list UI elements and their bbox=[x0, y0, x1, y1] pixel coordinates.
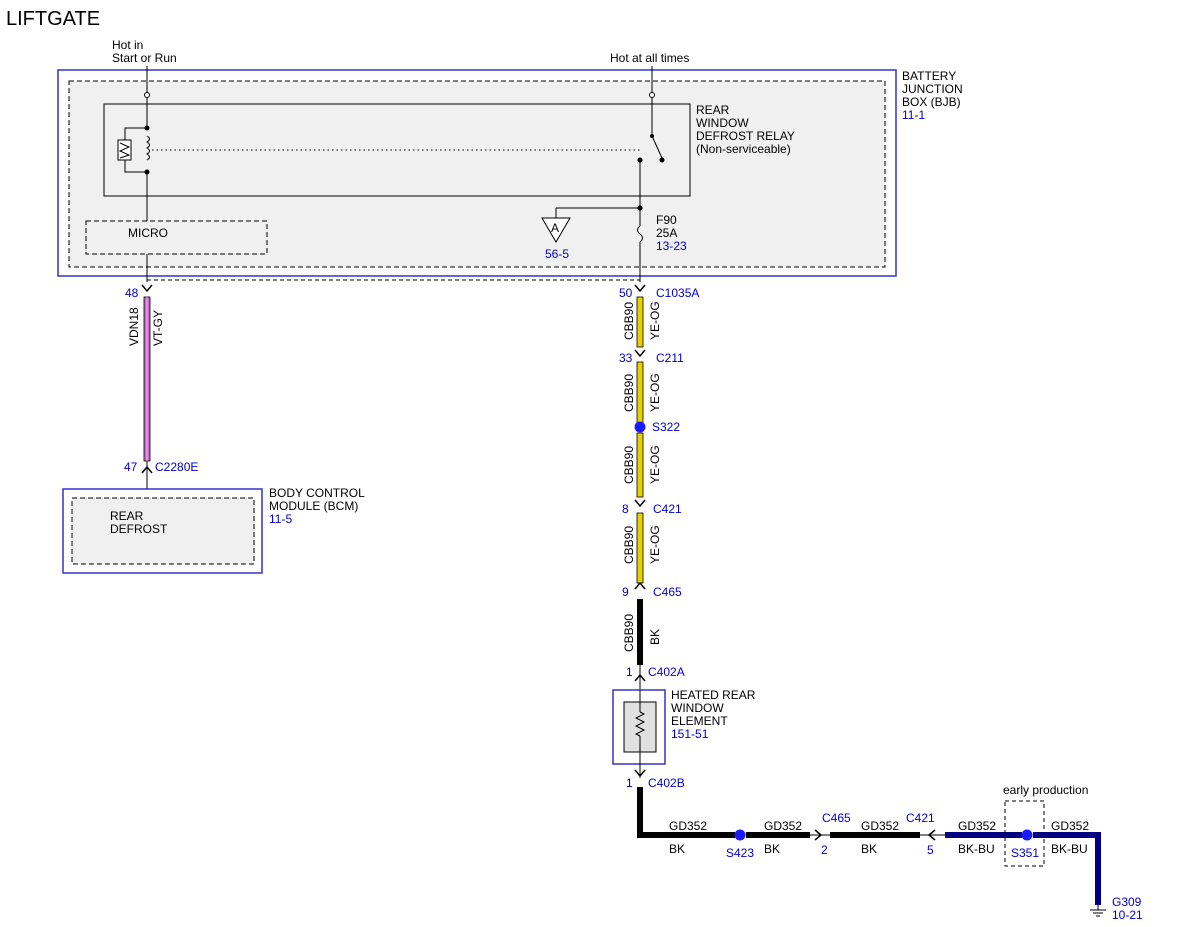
gnd-seg5-color: BK-BU bbox=[1051, 842, 1088, 856]
connector-arrow-8 bbox=[634, 499, 646, 508]
wire-ye-og-seg4[interactable] bbox=[636, 512, 644, 584]
bcm-label-1: BODY CONTROL bbox=[269, 486, 365, 500]
seg3-color: YE-OG bbox=[648, 445, 662, 484]
relay-label-4: (Non-serviceable) bbox=[696, 142, 791, 156]
c465-inline-pin: 2 bbox=[821, 843, 828, 857]
feed-start-run-line2: Start or Run bbox=[112, 51, 177, 65]
relay-label-1: REAR bbox=[696, 103, 730, 117]
connector-c421-inline[interactable]: C421 bbox=[906, 811, 935, 825]
splice-s322-label: S322 bbox=[652, 420, 680, 434]
relay-switch bbox=[637, 66, 665, 226]
bcm-pin-48: 48 bbox=[125, 286, 139, 300]
splice-s322[interactable] bbox=[634, 421, 646, 433]
connector-c1035a[interactable]: C1035A bbox=[656, 286, 699, 300]
gnd-seg1-color: BK bbox=[669, 842, 685, 856]
bcm-pin-47: 47 bbox=[124, 460, 138, 474]
connector-arrow-48 bbox=[141, 284, 153, 293]
bjb-ref-link[interactable]: 11-1 bbox=[902, 108, 925, 122]
connector-c402b[interactable]: C402B bbox=[648, 776, 685, 790]
wire-gd352-bkbu-2[interactable] bbox=[1033, 832, 1101, 905]
offpage-letter: A bbox=[551, 221, 559, 235]
fuse-icon bbox=[637, 225, 643, 282]
gnd-seg3-circuit: GD352 bbox=[861, 819, 899, 833]
feed-start-run-line1: Hot in bbox=[112, 38, 143, 52]
wire-ye-og-seg3[interactable] bbox=[636, 432, 644, 498]
bk-seg-circuit: CBB90 bbox=[622, 614, 636, 652]
bcm-wire-color: VT-GY bbox=[151, 310, 165, 346]
seg3-circuit: CBB90 bbox=[622, 446, 636, 484]
connector-arrow-50 bbox=[634, 284, 646, 293]
bcm-inner-dashed bbox=[71, 497, 255, 565]
offpage-ref-a[interactable] bbox=[541, 205, 643, 243]
connector-c2280e[interactable]: C2280E bbox=[155, 460, 198, 474]
offpage-ref-link[interactable]: 56-5 bbox=[545, 247, 569, 261]
bjb-label-1: BATTERY bbox=[902, 69, 956, 83]
bcm-label-2: MODULE (BCM) bbox=[269, 499, 358, 513]
connector-arrow-9 bbox=[634, 581, 646, 590]
bjb-label-3: BOX (BJB) bbox=[902, 95, 961, 109]
seg2-circuit: CBB90 bbox=[622, 374, 636, 412]
gnd-seg2-color: BK bbox=[764, 842, 780, 856]
micro-label: MICRO bbox=[128, 226, 168, 240]
ground-icon bbox=[1090, 905, 1106, 917]
splice-s351-label: S351 bbox=[1011, 846, 1039, 860]
bcm-func-2: DEFROST bbox=[110, 522, 168, 536]
seg4-color: YE-OG bbox=[648, 525, 662, 564]
gnd-seg4-color: BK-BU bbox=[958, 842, 995, 856]
bjb-label-2: JUNCTION bbox=[902, 82, 963, 96]
element-label-3: ELEMENT bbox=[671, 714, 728, 728]
gnd-seg1-circuit: GD352 bbox=[669, 819, 707, 833]
c421-pin: 8 bbox=[622, 502, 629, 516]
heater-grid-icon bbox=[634, 690, 646, 764]
connector-c402a[interactable]: C402A bbox=[648, 665, 685, 679]
connector-c465-inline[interactable]: C465 bbox=[822, 811, 851, 825]
wire-ye-og-seg2[interactable] bbox=[636, 361, 644, 425]
page-title: LIFTGATE bbox=[6, 8, 100, 30]
bcm-circuit-id: VDN18 bbox=[127, 307, 141, 346]
gnd-seg5-circuit: GD352 bbox=[1051, 819, 1089, 833]
c402b-pin: 1 bbox=[626, 776, 633, 790]
element-ref-link[interactable]: 151-51 bbox=[671, 727, 709, 741]
relay-label-2: WINDOW bbox=[696, 116, 749, 130]
element-label-2: WINDOW bbox=[671, 701, 724, 715]
fuse-rating: 25A bbox=[656, 226, 677, 240]
bcm-func-1: REAR bbox=[110, 509, 144, 523]
connector-c465[interactable]: C465 bbox=[653, 585, 682, 599]
seg1-color: YE-OG bbox=[648, 301, 662, 340]
feed-hot-all-times: Hot at all times bbox=[610, 51, 689, 65]
c211-pin: 33 bbox=[619, 351, 633, 365]
element-label-1: HEATED REAR bbox=[671, 688, 756, 702]
seg4-circuit: CBB90 bbox=[622, 526, 636, 564]
gnd-seg2-circuit: GD352 bbox=[764, 819, 802, 833]
seg1-circuit: CBB90 bbox=[622, 302, 636, 340]
micro-box bbox=[85, 220, 268, 255]
connector-c211[interactable]: C211 bbox=[656, 351, 684, 365]
bcm-ref-link[interactable]: 11-5 bbox=[269, 512, 292, 526]
wire-gd352-bk-1[interactable] bbox=[637, 787, 735, 838]
splice-s351[interactable] bbox=[1021, 829, 1033, 841]
ground-g309-ref[interactable]: 10-21 bbox=[1112, 908, 1143, 922]
wire-bk-seg[interactable] bbox=[637, 599, 643, 665]
relay-coil bbox=[117, 66, 640, 222]
seg2-color: YE-OG bbox=[648, 373, 662, 412]
early-production-label: early production bbox=[1003, 783, 1088, 797]
fuse-ref-link[interactable]: 13-23 bbox=[656, 239, 687, 253]
c1035a-pin: 50 bbox=[619, 286, 633, 300]
connector-c421[interactable]: C421 bbox=[653, 502, 682, 516]
splice-s423[interactable] bbox=[734, 829, 746, 841]
fuse-name: F90 bbox=[656, 213, 677, 227]
ground-g309[interactable]: G309 bbox=[1112, 895, 1142, 909]
c465-pin: 9 bbox=[622, 585, 629, 599]
relay-label-3: DEFROST RELAY bbox=[696, 129, 795, 143]
bk-seg-color: BK bbox=[648, 629, 662, 645]
gnd-seg4-circuit: GD352 bbox=[958, 819, 996, 833]
splice-s423-label: S423 bbox=[726, 846, 754, 860]
connector-arrow-33 bbox=[634, 349, 646, 358]
c402a-pin: 1 bbox=[626, 665, 633, 679]
c421-inline-pin: 5 bbox=[927, 843, 934, 857]
wire-ye-og-seg1[interactable] bbox=[636, 296, 644, 348]
gnd-seg3-color: BK bbox=[861, 842, 877, 856]
